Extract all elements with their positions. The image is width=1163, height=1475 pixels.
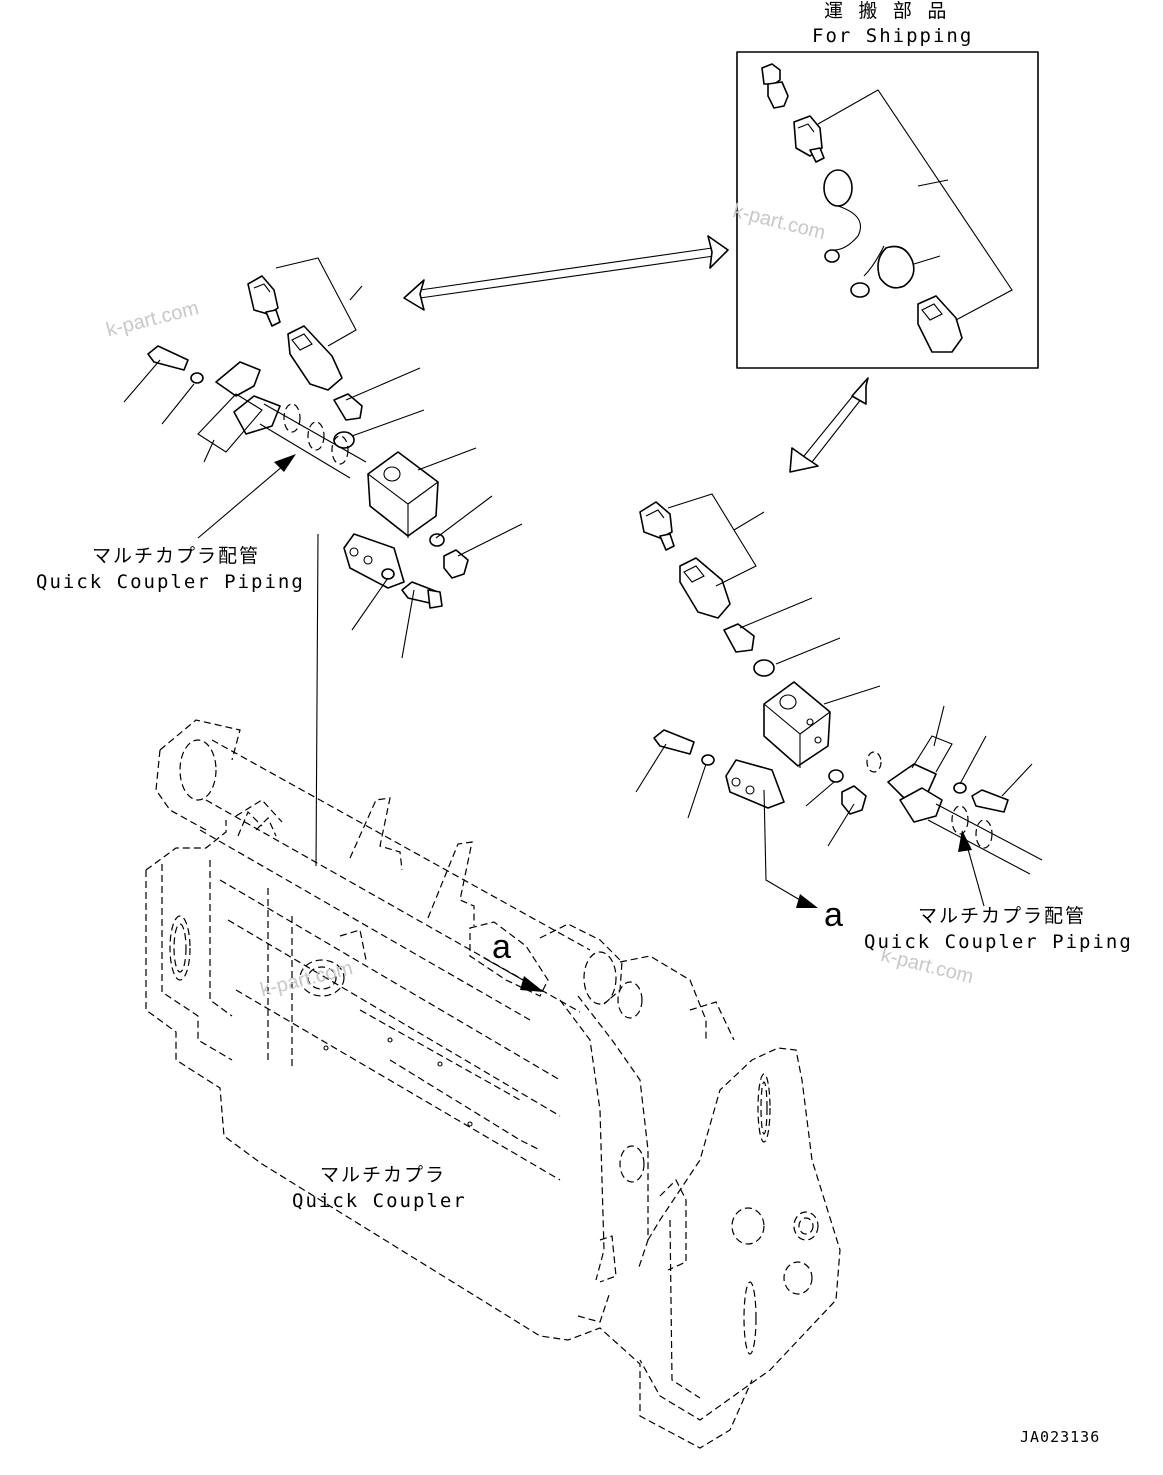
right-piping-label-jp: マルチカプラ配管	[918, 905, 1087, 927]
shipping-title-jp: 運 搬 部 品	[824, 0, 949, 22]
coupler-label-jp: マルチカプラ	[320, 1164, 447, 1186]
double-arrow-lower	[789, 377, 869, 473]
coupler-label-en: Quick Coupler	[292, 1190, 467, 1212]
shipping-parts-box	[736, 51, 1039, 369]
shipping-title-en: For Shipping	[812, 25, 974, 47]
quick-coupler-body	[145, 719, 841, 1449]
left-piping-group	[123, 257, 523, 659]
left-group-leader	[315, 533, 319, 867]
view-marker-right: a	[824, 896, 843, 934]
left-piping-label-jp: マルチカプラ配管	[92, 545, 261, 567]
double-arrow-upper	[403, 235, 729, 311]
right-piping-group	[635, 493, 1043, 908]
drawing-code: JA023136	[1020, 1428, 1101, 1446]
view-arrow-a	[483, 957, 531, 985]
right-piping-label-en: Quick Coupler Piping	[864, 931, 1133, 953]
view-marker-coupler: a	[492, 928, 511, 966]
left-piping-label-en: Quick Coupler Piping	[36, 571, 305, 593]
